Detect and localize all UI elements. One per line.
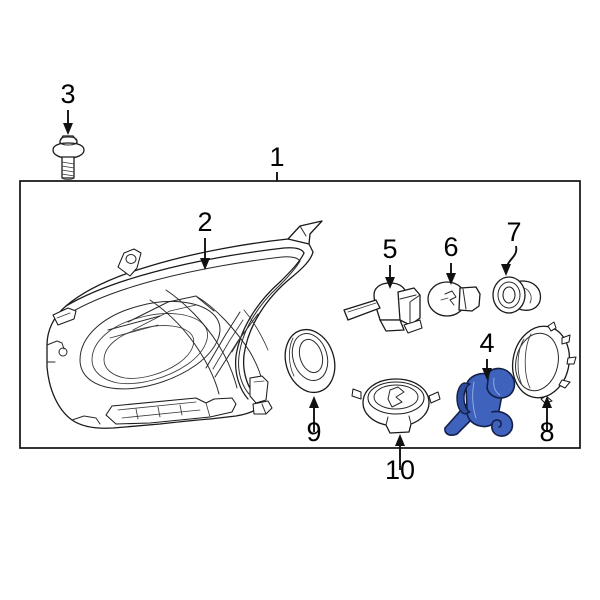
part-2-headlamp-housing — [46, 220, 323, 429]
part-9-seal-ring — [284, 328, 336, 394]
leader-line-7 — [506, 245, 518, 267]
part-7-bulb-socket-grommet — [492, 276, 542, 314]
callout-label-6: 6 — [443, 232, 458, 262]
callout-numbers: 1 2 3 4 5 6 7 8 9 10 — [60, 79, 554, 485]
arrow-head-8 — [542, 396, 552, 408]
assembly-group-frame — [19, 180, 581, 449]
arrow-head-3 — [63, 123, 73, 135]
callout-label-5: 5 — [382, 234, 397, 264]
arrow-head-10 — [395, 434, 405, 446]
callout-label-7: 7 — [506, 217, 521, 247]
callout-label-8: 8 — [539, 417, 554, 447]
callout-label-10: 10 — [385, 455, 415, 485]
callout-label-9: 9 — [306, 417, 321, 447]
arrow-head-2 — [200, 258, 210, 270]
callout-label-2: 2 — [197, 207, 212, 237]
callout-leaders — [63, 110, 552, 470]
part-8-access-cover-cap — [511, 321, 577, 404]
part-3-mounting-bolt — [52, 135, 85, 180]
part-6-turn-signal-bulb — [427, 281, 481, 317]
part-5-halogen-bulb — [343, 282, 423, 334]
callout-label-3: 3 — [60, 79, 75, 109]
part-10-round-bulb-socket — [351, 378, 441, 434]
arrow-head-4 — [482, 368, 492, 380]
part-4-bulb-socket-connector — [444, 367, 516, 437]
arrow-head-9 — [309, 396, 319, 408]
callout-label-4: 4 — [479, 328, 494, 358]
arrow-head-7 — [501, 264, 511, 276]
callout-label-1: 1 — [269, 142, 284, 172]
arrow-head-5 — [385, 277, 395, 289]
arrow-head-6 — [446, 273, 456, 285]
